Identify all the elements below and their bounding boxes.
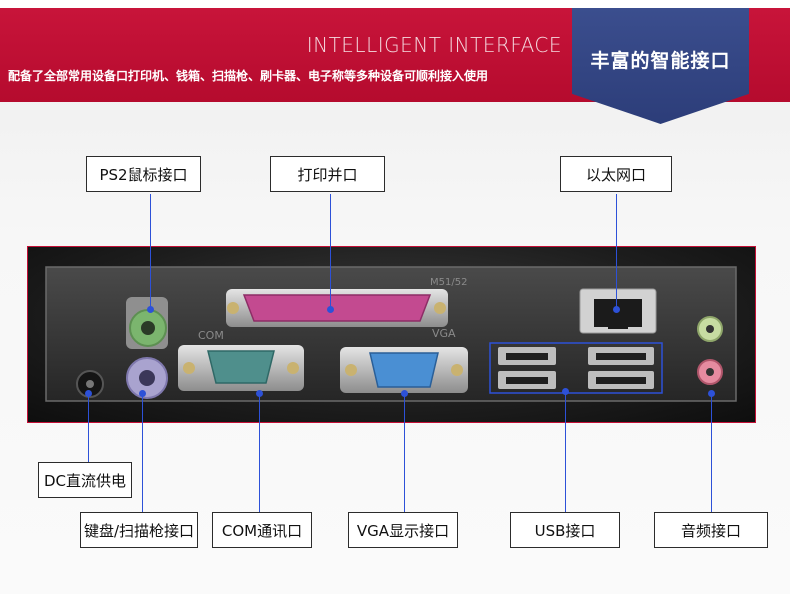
io-panel-photo: COM VGA M51/52: [27, 246, 756, 423]
callout-dot-ethernet: [613, 306, 620, 313]
callout-line-dc: [88, 394, 89, 462]
engraved-model: M51/52: [430, 277, 467, 288]
headline: INTELLIGENT INTERFACE: [306, 33, 562, 57]
label-com: COM通讯口: [212, 512, 312, 548]
subline: 配备了全部常用设备口打印机、钱箱、扫描枪、刷卡器、电子称等多种设备可顺利接入使用: [8, 69, 489, 83]
callout-line-keyboard: [142, 394, 143, 512]
engraved-com: COM: [198, 329, 224, 342]
label-dc-power: DC直流供电: [38, 462, 132, 498]
callout-dot-ps2: [147, 306, 154, 313]
callout-dot-dc: [85, 390, 92, 397]
vga-port: [340, 347, 468, 393]
label-keyboard: 键盘/扫描枪接口: [80, 512, 198, 548]
audio-jacks: [697, 316, 723, 385]
callout-line-ethernet: [616, 194, 617, 310]
callout-line-ps2: [150, 194, 151, 310]
com-port: [178, 345, 304, 391]
callout-line-parallel: [330, 194, 331, 310]
label-parallel: 打印并口: [270, 156, 385, 192]
label-ps2-mouse: PS2鼠标接口: [86, 156, 201, 192]
callout-dot-keyboard: [139, 390, 146, 397]
badge-title: 丰富的智能接口: [590, 50, 731, 72]
label-vga: VGA显示接口: [348, 512, 458, 548]
callout-line-com: [259, 394, 260, 512]
callout-dot-vga: [401, 390, 408, 397]
io-panel-illustration: COM VGA M51/52: [45, 266, 737, 402]
top-strip: [0, 0, 790, 8]
parallel-port: [226, 289, 448, 327]
callout-line-vga: [404, 394, 405, 512]
callout-dot-parallel: [327, 306, 334, 313]
usb-ports: [489, 342, 663, 394]
label-usb: USB接口: [510, 512, 620, 548]
callout-dot-audio: [708, 390, 715, 397]
label-ethernet: 以太网口: [560, 156, 672, 192]
callout-line-usb: [565, 392, 566, 512]
engraved-vga: VGA: [432, 327, 456, 340]
ps2-keyboard-port: [126, 357, 168, 399]
callout-dot-usb: [562, 388, 569, 395]
ps2-mouse-port: [126, 297, 168, 349]
label-audio: 音频接口: [654, 512, 768, 548]
callout-dot-com: [256, 390, 263, 397]
dc-jack: [76, 370, 104, 398]
callout-line-audio: [711, 394, 712, 512]
